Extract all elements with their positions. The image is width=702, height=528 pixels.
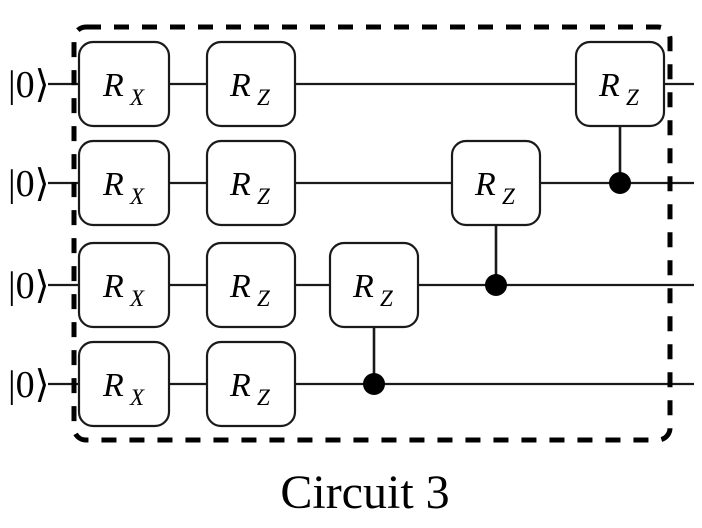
gate-subscript: Z	[502, 184, 515, 209]
gate-letter: R	[598, 67, 620, 104]
gate-subscript: X	[129, 85, 145, 110]
gate-subscript: Z	[257, 85, 270, 110]
gate-box	[77, 139, 171, 227]
control-dot-q2[interactable]	[485, 274, 507, 296]
wire-group	[48, 82, 694, 386]
gate-rz-q0-c2[interactable]: R Z	[205, 40, 297, 128]
gate-rx-q2[interactable]: R X	[77, 241, 171, 329]
gate-column-3: R Z	[328, 241, 420, 329]
gate-letter: R	[102, 268, 124, 305]
gate-box	[574, 40, 666, 128]
qubit-label-2: |0⟩	[8, 265, 49, 307]
gate-letter: R	[229, 367, 251, 404]
control-dot-q1[interactable]	[609, 172, 631, 194]
gate-rz-q1-c2[interactable]: R Z	[205, 139, 297, 227]
gate-box	[77, 40, 171, 128]
gate-rz-q3-c2[interactable]: R Z	[205, 340, 297, 428]
gate-letter: R	[102, 67, 124, 104]
gate-column-1: R X R X R X R X	[77, 40, 171, 428]
gate-letter: R	[229, 67, 251, 104]
figure-caption: Circuit 3	[280, 466, 449, 519]
gate-subscript: Z	[626, 85, 639, 110]
gate-box	[450, 139, 542, 227]
gate-subscript: X	[129, 385, 145, 410]
gate-box	[205, 241, 297, 329]
gate-letter: R	[229, 166, 251, 203]
gate-letter: R	[102, 367, 124, 404]
gate-subscript: Z	[380, 286, 393, 311]
gate-letter: R	[474, 166, 496, 203]
gate-rz-q2-c2[interactable]: R Z	[205, 241, 297, 329]
gate-box	[205, 40, 297, 128]
gate-subscript: Z	[257, 286, 270, 311]
qubit-label-1: |0⟩	[8, 163, 49, 205]
gate-box	[77, 340, 171, 428]
gate-column-5: R Z	[574, 40, 666, 128]
gate-column-2: R Z R Z R Z R Z	[205, 40, 297, 428]
qubit-label-group: |0⟩ |0⟩ |0⟩ |0⟩	[8, 64, 49, 406]
gate-box	[328, 241, 420, 329]
control-dot-q3[interactable]	[363, 373, 385, 395]
gate-rz-q1-c4[interactable]: R Z	[450, 139, 542, 227]
gate-letter: R	[102, 166, 124, 203]
gate-subscript: Z	[257, 184, 270, 209]
qubit-label-0: |0⟩	[8, 64, 49, 106]
gate-rx-q1[interactable]: R X	[77, 139, 171, 227]
gate-subscript: X	[129, 184, 145, 209]
gate-rz-q2-c3[interactable]: R Z	[328, 241, 420, 329]
gate-subscript: X	[129, 286, 145, 311]
gate-box	[77, 241, 171, 329]
circuit-dashed-border	[71, 24, 673, 443]
gate-subscript: Z	[257, 385, 270, 410]
qubit-label-3: |0⟩	[8, 364, 49, 406]
gate-column-4: R Z	[450, 139, 542, 227]
gate-letter: R	[352, 268, 374, 305]
control-dot-group	[363, 172, 631, 395]
gate-rx-q3[interactable]: R X	[77, 340, 171, 428]
gate-rx-q0[interactable]: R X	[77, 40, 171, 128]
gate-rz-q0-c5[interactable]: R Z	[574, 40, 666, 128]
gate-letter: R	[229, 268, 251, 305]
gate-box	[205, 139, 297, 227]
gate-box	[205, 340, 297, 428]
